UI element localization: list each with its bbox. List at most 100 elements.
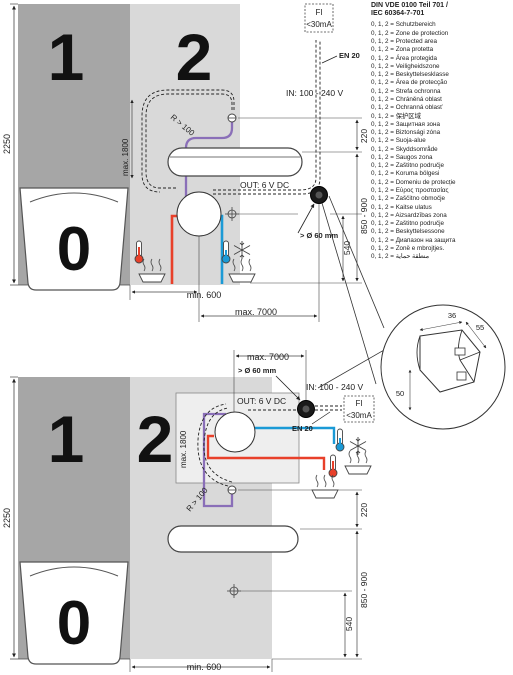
zone-term-item: 0, 1, 2 = Área de protecção [371,79,511,87]
zone-0-label-bottom: 0 [57,589,91,658]
zone-term-text: Chráněná oblast [395,95,442,103]
dim-220-bottom: 220 [359,503,369,517]
mixing-valve-bottom [214,411,256,453]
zone-term-prefix: 0, 1, 2 = [371,54,394,62]
zone-term-text: Koruma bölgesi [395,170,440,178]
hot-bowl-icon-bottom [311,474,339,499]
zone-term-text: Beskyttelsesklasse [395,71,449,79]
standard-line-1: DIN VDE 0100 Teil 701 / [371,2,448,9]
dim-850-900-top: 850 - 900 [359,198,369,234]
zone-term-prefix: 0, 1, 2 = [371,211,394,219]
zone-term-item: 0, 1, 2 = Zonë e mbrojtjes. [371,245,511,253]
dim-850-900-bottom: 850 - 900 [359,572,369,608]
bottom-view: 2250 1 2 0 FI <30mA IN: 100 - 240 V OUT:… [2,350,375,672]
zone-term-prefix: 0, 1, 2 = [371,195,394,203]
zone-term-prefix: 0, 1, 2 = [371,104,394,112]
zone-term-text: Veiligheidszone [395,62,440,70]
dim-220-top: 220 [359,129,369,143]
en-label-bottom: EN 20 [292,424,313,433]
zone-term-text: Saugos zona [395,153,433,161]
zone-term-text: Suoja-alue [395,137,426,145]
cold-thermometer-icon-bottom [335,428,345,452]
zone-term-item: 0, 1, 2 = Protected area [371,38,511,46]
zone-term-text: Диапазон на защита [395,236,456,244]
zone-term-prefix: 0, 1, 2 = [371,187,394,195]
zone-term-text: Domeniu de protecție [395,178,456,186]
zone-term-item: 0, 1, 2 = Saugos zona [371,154,511,162]
detail-view: 36 55 50 [317,195,506,430]
detail-dim-55: 55 [476,323,484,332]
zone-term-text: Zone de protection [395,29,449,37]
zone-term-text: Εύρος προστασίας [395,187,449,195]
min-width-top: min. 600 [187,290,222,300]
zone-term-item: 0, 1, 2 = Защитная зона [371,121,511,129]
snowflake-icon-bottom [349,436,367,456]
washbasin-bottom [167,525,299,553]
zone-term-item: 0, 1, 2 = Aizsardzības zona [371,212,511,220]
zone-term-text: Zaštitno područje [395,162,444,170]
output-label-top: OUT: 6 V DC [240,180,289,190]
zone-term-prefix: 0, 1, 2 = [371,145,394,153]
zone-term-text: Skyddsområde [395,145,438,153]
zone-term-item: 0, 1, 2 = Ochranná oblasť [371,104,511,112]
zone-term-item: 0, 1, 2 = Área protegida [371,55,511,63]
cable-route-top [145,93,233,189]
hot-thermometer-icon [134,240,144,264]
zone-term-item: 0, 1, 2 = Chráněná oblast [371,96,511,104]
zone-term-prefix: 0, 1, 2 = [371,170,394,178]
zone-1-label-bottom: 1 [48,402,85,476]
fi-box-bottom [343,395,375,423]
zone-term-text: Área de protecção [395,79,448,87]
zone-term-prefix: 0, 1, 2 = [371,245,394,252]
zone-term-text: Ochranná oblasť [395,104,443,112]
zone-term-prefix: 0, 1, 2 = [371,120,394,128]
zone-term-prefix: 0, 1, 2 = [371,87,394,95]
zone-term-text: Kaitse ulatus [395,203,432,211]
zone-term-prefix: 0, 1, 2 = [371,153,394,161]
zone-term-item: 0, 1, 2 = Koruma bölgesi [371,170,511,178]
zone-0-label-top: 0 [57,215,91,284]
zone-term-prefix: 0, 1, 2 = [371,46,394,54]
zone-term-prefix: 0, 1, 2 = [371,203,394,211]
max-distance-bottom: max. 7000 [247,352,289,362]
height-dim-top: 2250 [2,134,12,154]
zone-term-text: Zaštitno područje [395,220,444,228]
mixing-valve-top [176,191,222,237]
fi-value-bottom: <30mA [346,411,372,420]
min-width-bottom: min. 600 [187,662,222,672]
zone-term-prefix: 0, 1, 2 = [371,236,394,244]
zone-2-label-bottom: 2 [137,402,174,476]
top-view: 2250 1 2 0 FI <30mA EN 20 IN: 100 - 240 … [2,3,369,322]
zone-term-item: 0, 1, 2 = Biztonsági zóna [371,129,511,137]
zone-term-text: Aizsardzības zona [395,211,447,219]
zone-term-item: 0, 1, 2 = Suoja-alue [371,137,511,145]
fi-label-bottom: FI [355,399,362,408]
zone-term-text: منطقة حماية [395,253,430,261]
zone-term-item: 0, 1, 2 = Zaščitno območje [371,195,511,203]
cold-thermometer-icon [221,240,231,264]
diameter-label-bottom: > Ø 60 mm [238,366,276,375]
hot-water-pipe-bottom [206,434,326,470]
mains-cable-top [213,40,317,191]
zone-term-text: Zaščitno območje [395,195,446,203]
zone-term-item: 0, 1, 2 = Veiligheidszone [371,63,511,71]
en-label-top: EN 20 [339,51,360,60]
zone-2-label-top: 2 [176,20,213,94]
zone-term-prefix: 0, 1, 2 = [371,129,394,137]
zone-term-item: 0, 1, 2 = Beskyttelsessone [371,228,511,236]
zone-term-text: Schutzbereich [395,21,436,29]
zone-term-text: Beskyttelsessone [395,228,445,236]
zone-term-item: 0, 1, 2 = Εύρος προστασίας [371,187,511,195]
max-cable-top: max. 1800 [121,138,130,176]
standard-line-2: IEC 60364-7-701 [371,10,425,18]
zone-term-text: Защитная зона [395,120,441,128]
washbasin-top [167,147,303,177]
input-label-top: IN: 100 - 240 V [286,88,344,98]
zone-term-prefix: 0, 1, 2 = [371,71,394,79]
zone-term-prefix: 0, 1, 2 = [371,220,394,228]
zone-term-text: 保护区域 [395,112,421,120]
zone-term-item: 0, 1, 2 = Skyddsområde [371,146,511,154]
max-cable-bottom: max. 1800 [179,430,188,468]
hot-thermometer-icon-bottom [328,454,338,478]
